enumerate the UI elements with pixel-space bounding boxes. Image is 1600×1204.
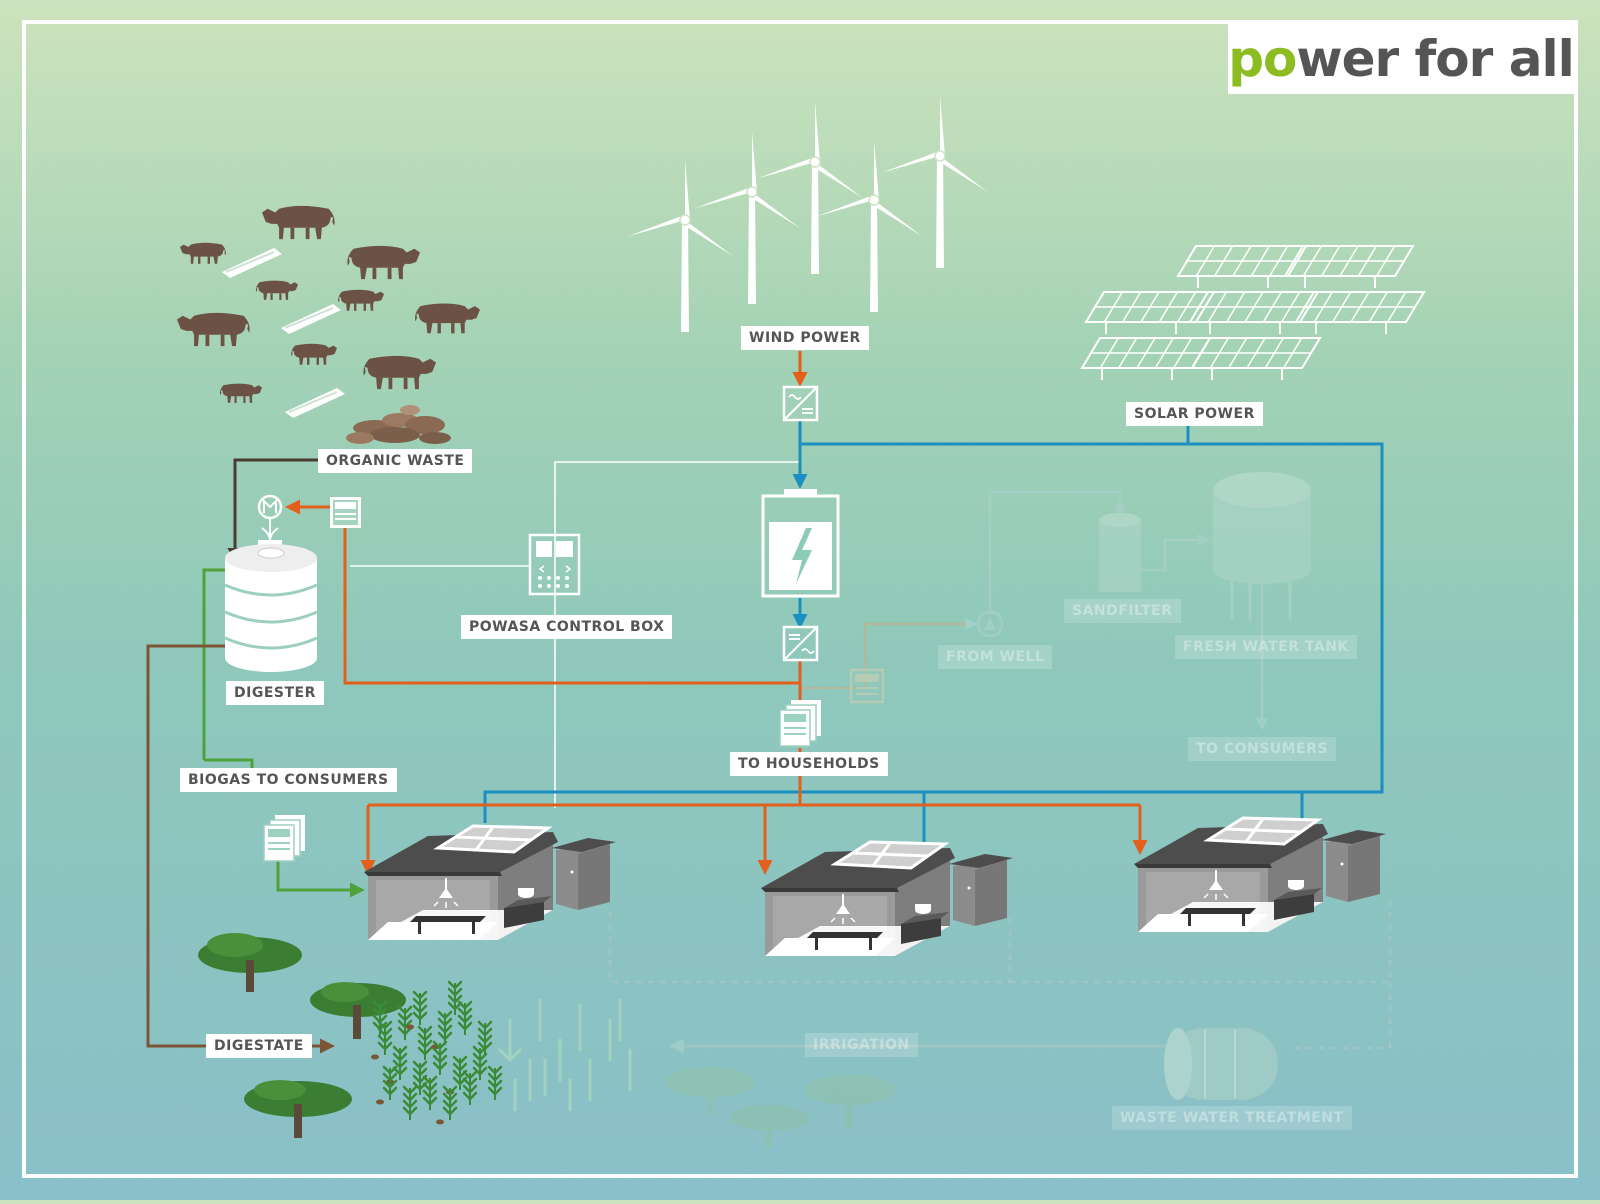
label-wind-power: WIND POWER [741, 326, 869, 350]
house-icon [761, 840, 1013, 956]
well-pump-icon [976, 610, 1004, 638]
label-powasa-control-box: POWASA CONTROL BOX [461, 615, 673, 639]
label-to-households: TO HOUSEHOLDS [730, 752, 888, 776]
label-to-consumers: TO CONSUMERS [1188, 737, 1337, 761]
crop-icon [372, 1000, 388, 1035]
meter-stack-icon [263, 815, 305, 862]
cow-icon [262, 205, 335, 240]
label-waste-water-treatment: WASTE WATER TREATMENT [1112, 1106, 1352, 1130]
tree-icon [665, 1067, 896, 1148]
cow-icon [338, 289, 384, 311]
wind-turbine-icon [757, 102, 863, 274]
crop-icon [431, 1010, 453, 1050]
crop-icon [422, 1075, 438, 1110]
households [364, 816, 1386, 956]
cow-icon [347, 245, 420, 280]
feed-trough-icon [285, 388, 345, 418]
cow-icon [177, 312, 250, 347]
wind-turbine-icon [627, 160, 733, 332]
crop-icon [397, 1005, 413, 1040]
digester-tank-icon [224, 494, 318, 672]
battery-icon [761, 489, 840, 598]
solar-panel-icon [1283, 245, 1415, 288]
label-sandfilter: SANDFILTER [1064, 599, 1181, 623]
organic-waste-pile [346, 405, 451, 444]
wind-turbine-icon [694, 132, 800, 304]
water-system-faded [498, 472, 1392, 1148]
solar-panel-icon [1294, 291, 1426, 334]
meter-stack-icon [779, 700, 821, 747]
solar-panel-icon [1176, 245, 1308, 288]
logo-text: wer for all [1296, 30, 1574, 88]
tree-icon [198, 933, 406, 1138]
crop-icon [457, 1000, 473, 1035]
house-icon [364, 824, 616, 940]
inverter-icon [782, 385, 819, 422]
cow-icon [255, 280, 298, 300]
crop-icon [406, 990, 428, 1030]
water-tank-icon [1213, 472, 1311, 620]
label-organic-waste: ORGANIC WASTE [318, 449, 473, 473]
inverter-icon [782, 625, 819, 662]
label-digester: DIGESTER [226, 681, 324, 705]
wind-turbine-icon [882, 96, 988, 268]
label-fresh-water-tank: FRESH WATER TANK [1175, 635, 1357, 659]
label-from-well: FROM WELL [938, 645, 1053, 669]
feed-trough-icon [281, 304, 341, 334]
logo-accent: po [1228, 30, 1297, 88]
crop-icon [402, 1085, 418, 1120]
meter-icon [330, 497, 361, 528]
cattle-herd [177, 205, 480, 418]
house-icon [1134, 816, 1386, 932]
crop-icon [376, 1065, 398, 1105]
crop-icon [487, 1065, 503, 1100]
cow-icon [291, 343, 337, 365]
feed-trough-icon [222, 248, 282, 278]
crop-icon [462, 1070, 478, 1105]
wind-turbine-icon [816, 140, 922, 312]
waste-water-tank-icon [1164, 1028, 1278, 1100]
label-irrigation: IRRIGATION [805, 1033, 918, 1057]
crop-icon [432, 1040, 448, 1075]
cow-icon [363, 355, 436, 390]
crop-icon [498, 998, 632, 1112]
crop-icon [436, 1085, 458, 1125]
crop-icon [447, 980, 463, 1015]
crop-field [371, 980, 503, 1125]
wind-turbines [627, 96, 988, 332]
sandfilter-icon [1099, 513, 1141, 592]
solar-panel-icon [1190, 337, 1322, 380]
crop-icon [472, 1045, 488, 1080]
crop-icon [417, 1025, 433, 1060]
label-biogas-to-consumers: BIOGAS TO CONSUMERS [180, 768, 397, 792]
control-box-icon [528, 533, 581, 596]
label-solar-power: SOLAR POWER [1126, 402, 1263, 426]
solar-field [1080, 245, 1426, 380]
solar-panel-icon [1080, 337, 1212, 380]
cow-icon [219, 383, 262, 403]
cow-icon [180, 242, 226, 264]
label-digestate: DIGESTATE [206, 1034, 312, 1058]
meter-icon [849, 668, 885, 704]
cow-icon [415, 303, 480, 334]
